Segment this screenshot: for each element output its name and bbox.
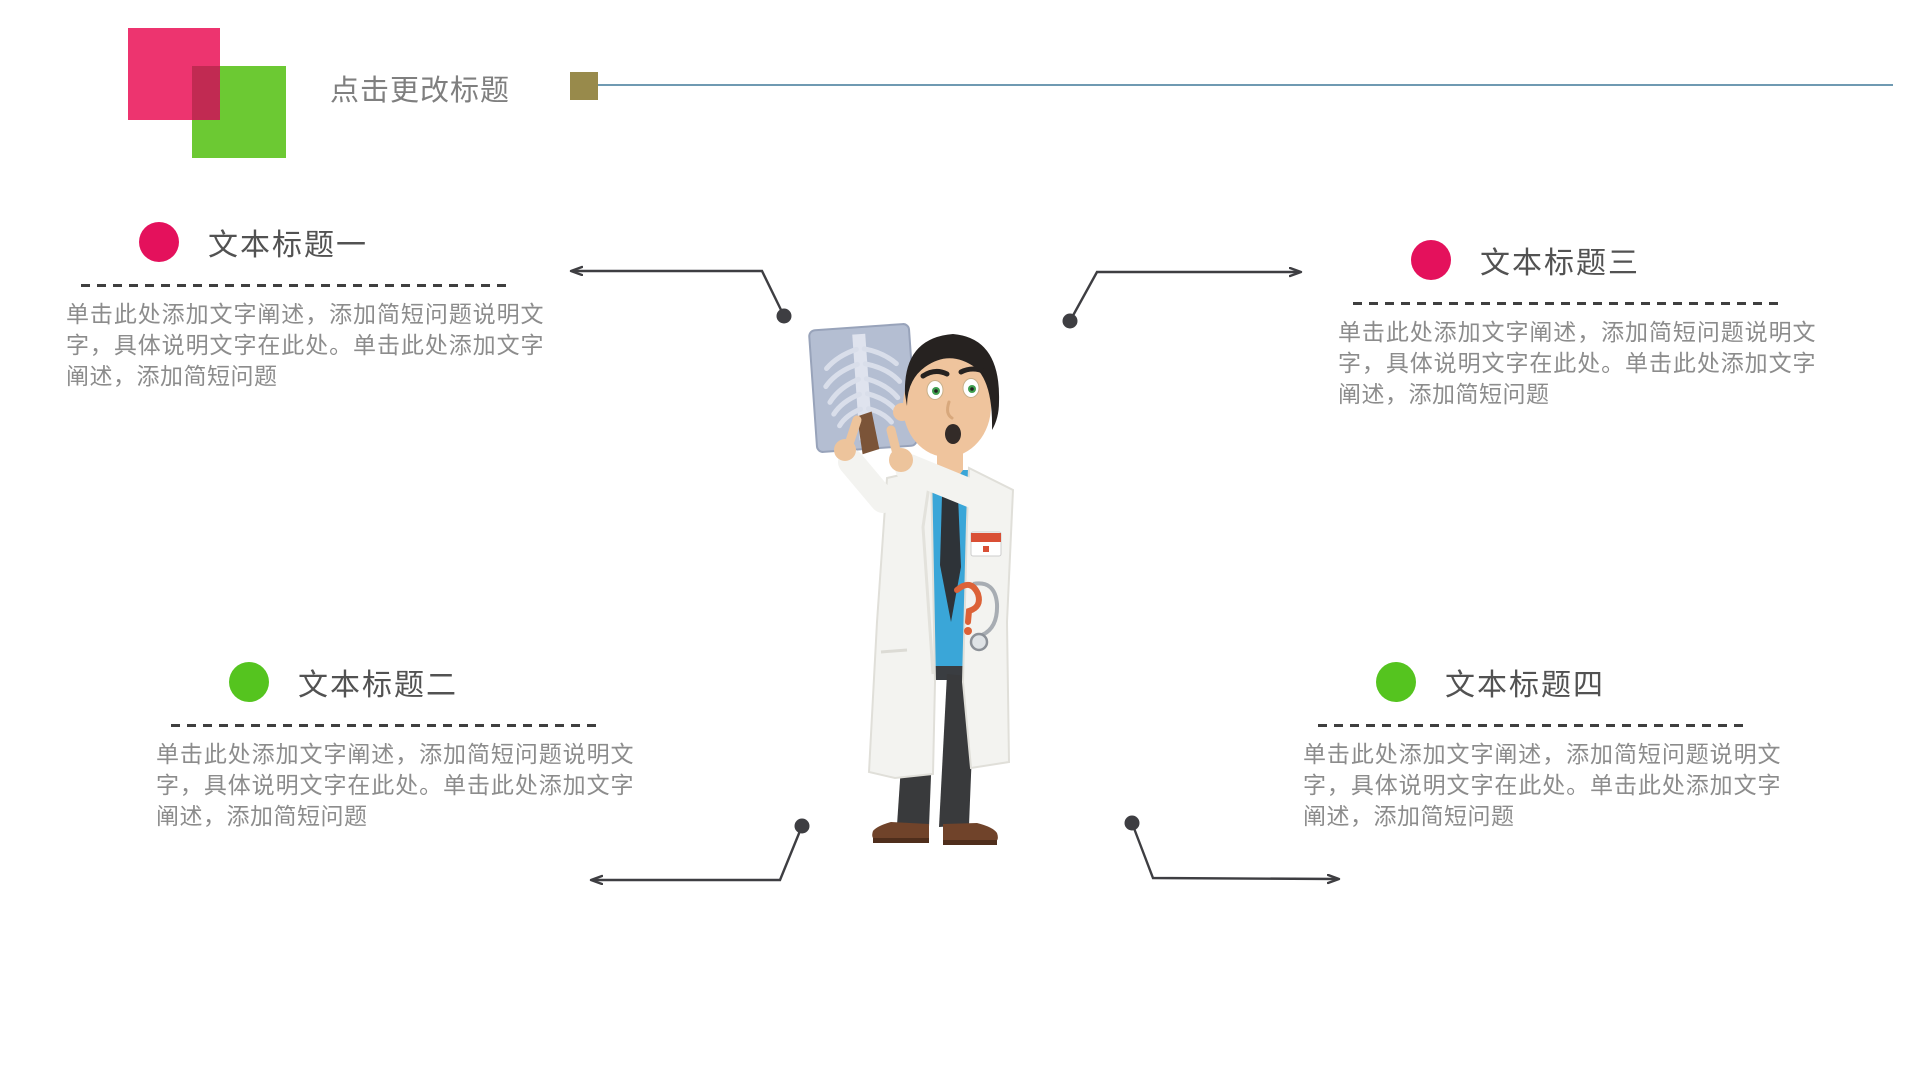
- dashed-divider: [81, 284, 511, 287]
- dashed-divider: [1318, 724, 1748, 727]
- block-one-body[interactable]: 单击此处添加文字阐述，添加简短问题说明文字，具体说明文字在此处。单击此处添加文字…: [66, 302, 544, 390]
- text-block-three: 文本标题三 单击此处添加文字阐述，添加简短问题说明文字，具体说明文字在此处。单击…: [1332, 230, 1842, 440]
- arrow-origin-dot: [1124, 815, 1140, 831]
- arrow-to-block-three: [1068, 272, 1300, 322]
- dashed-divider: [1353, 302, 1783, 305]
- xray-film-icon: [808, 323, 918, 455]
- arrow-origin-dot: [1062, 313, 1078, 329]
- block-four-body[interactable]: 单击此处添加文字阐述，添加简短问题说明文字，具体说明文字在此处。单击此处添加文字…: [1303, 742, 1781, 830]
- doctor-hair: [904, 334, 1000, 430]
- text-block-four: 文本标题四 单击此处添加文字阐述，添加简短问题说明文字，具体说明文字在此处。单击…: [1297, 652, 1807, 862]
- id-badge-icon: [970, 531, 1002, 557]
- arrow-origin-dot: [776, 308, 792, 324]
- block-three-title[interactable]: 文本标题三: [1480, 246, 1640, 281]
- arrow-to-block-one: [572, 271, 786, 317]
- doctor-mouth: [945, 424, 961, 444]
- text-block-two: 文本标题二 单击此处添加文字阐述，添加简短问题说明文字，具体说明文字在此处。单击…: [150, 652, 660, 862]
- block-two-title[interactable]: 文本标题二: [298, 668, 458, 703]
- title-bullet-square-icon: [570, 72, 598, 100]
- doctor-shoes: [872, 822, 998, 845]
- block-two-body[interactable]: 单击此处添加文字阐述，添加简短问题说明文字，具体说明文字在此处。单击此处添加文字…: [156, 742, 634, 830]
- slide-title-placeholder[interactable]: 点击更改标题: [330, 73, 511, 107]
- header-rule-line: [598, 84, 1893, 86]
- block-four-title[interactable]: 文本标题四: [1445, 668, 1605, 703]
- bullet-circle-icon: [1376, 662, 1416, 702]
- block-one-title[interactable]: 文本标题一: [208, 228, 368, 263]
- bullet-circle-icon: [139, 222, 179, 262]
- bullet-circle-icon: [1411, 240, 1451, 280]
- dashed-divider: [171, 724, 601, 727]
- bullet-circle-icon: [229, 662, 269, 702]
- doctor-xray-illustration: [808, 323, 1015, 845]
- doctor-arms: [834, 415, 1011, 518]
- stethoscope-icon: [954, 581, 1000, 652]
- block-three-body[interactable]: 单击此处添加文字阐述，添加简短问题说明文字，具体说明文字在此处。单击此处添加文字…: [1338, 320, 1816, 408]
- text-block-one: 文本标题一 单击此处添加文字阐述，添加简短问题说明文字，具体说明文字在此处。单击…: [60, 212, 570, 422]
- logo-overlap-square: [192, 66, 220, 120]
